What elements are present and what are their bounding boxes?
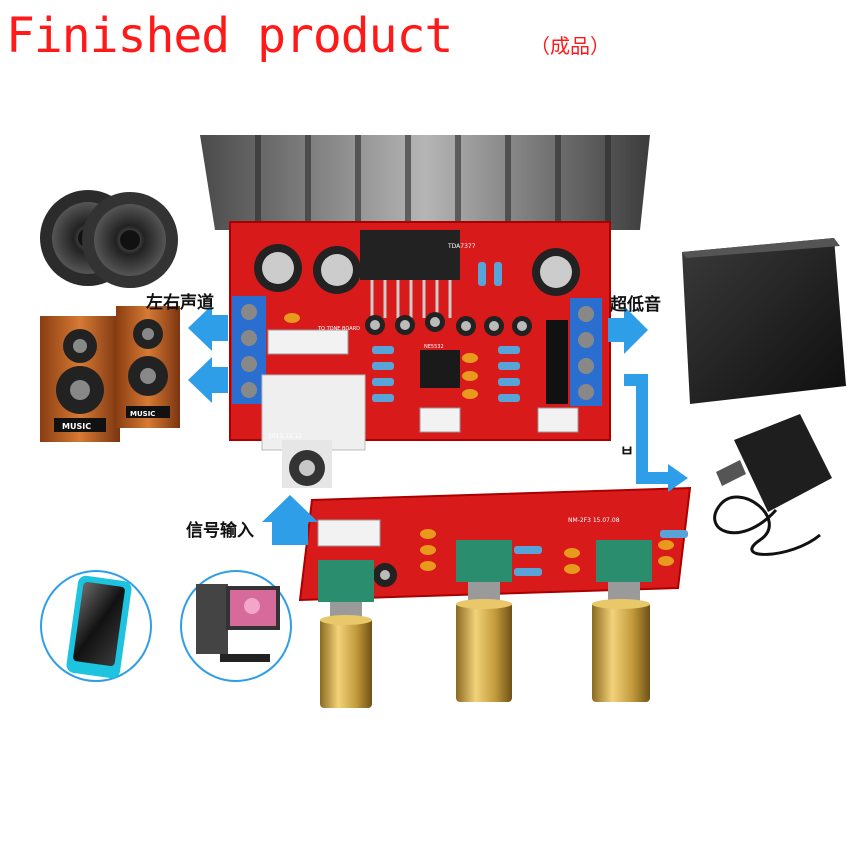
input-arrow xyxy=(262,495,318,545)
rca-input-jack xyxy=(261,374,366,488)
capacitor xyxy=(254,244,580,296)
phone-image xyxy=(40,570,152,682)
board-date-mark: 2015.12.12 xyxy=(268,433,303,440)
preamp-chip xyxy=(420,350,460,388)
amplifier-board: TDA7377 TO TONE BOARD 2015.12.12 NE5532 xyxy=(229,221,611,488)
power-arrow xyxy=(624,374,670,484)
speaker-badge: MUSIC xyxy=(62,422,91,431)
bookshelf-speaker-image: MUSIC MUSIC xyxy=(40,306,180,442)
tone-board-mark: TO TONE BOARD xyxy=(317,326,360,332)
preamp-mark: NE5532 xyxy=(424,344,444,350)
subwoofer-label: 超低音 xyxy=(610,295,661,315)
heatsink xyxy=(200,135,650,230)
output-arrow xyxy=(188,305,648,403)
terminal-block xyxy=(232,296,602,406)
car-speaker-image xyxy=(40,190,178,288)
signal-input-label: 信号输入 xyxy=(186,521,254,541)
power-label: ㅂ xyxy=(620,442,634,460)
power-adapter-image xyxy=(713,414,832,556)
page-subtitle: （成品） xyxy=(530,34,610,58)
page-title: Finished product xyxy=(6,8,453,64)
potentiometer-knob xyxy=(456,540,512,702)
tone-board-version: NM-2F3 15.07.08 xyxy=(568,517,620,524)
speaker-badge: MUSIC xyxy=(130,410,155,418)
subwoofer-image xyxy=(682,238,846,404)
potentiometer-knob xyxy=(592,540,652,702)
amp-chip-mark: TDA7377 xyxy=(447,243,476,250)
left-right-channel-label: 左右声道 xyxy=(146,293,214,313)
potentiometer-knob xyxy=(318,560,374,708)
computer-image xyxy=(180,570,292,682)
